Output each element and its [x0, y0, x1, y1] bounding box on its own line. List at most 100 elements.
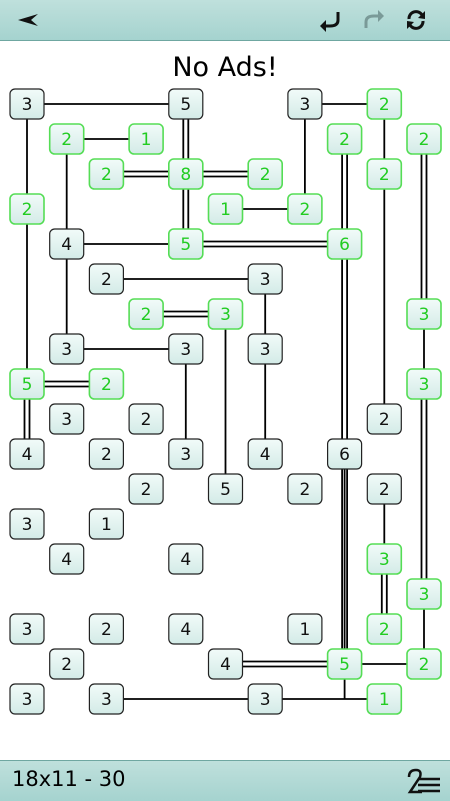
island-node[interactable]: 8 — [168, 158, 204, 190]
island-node[interactable]: 5 — [168, 88, 204, 120]
island-tile[interactable] — [366, 683, 403, 715]
island-tile[interactable] — [168, 158, 204, 190]
island-tile[interactable] — [49, 228, 85, 260]
island-tile[interactable] — [9, 508, 45, 540]
island-node[interactable]: 3 — [168, 438, 204, 470]
island-tile[interactable] — [366, 473, 402, 505]
island-node[interactable]: 2 — [366, 613, 403, 645]
island-node[interactable]: 2 — [366, 473, 402, 505]
island-node[interactable]: 4 — [207, 648, 244, 680]
island-tile[interactable] — [168, 228, 204, 260]
island-node[interactable]: 1 — [88, 508, 125, 540]
island-node[interactable]: 3 — [207, 298, 244, 330]
island-node[interactable]: 2 — [287, 193, 323, 225]
undo-icon[interactable] — [316, 6, 344, 34]
island-tile[interactable] — [168, 438, 204, 470]
island-tile[interactable] — [406, 648, 442, 680]
island-tile[interactable] — [207, 473, 244, 505]
island-tile[interactable] — [287, 193, 323, 225]
island-node[interactable]: 3 — [88, 683, 125, 715]
island-node[interactable]: 3 — [9, 88, 45, 120]
island-node[interactable]: 2 — [128, 298, 164, 330]
island-node[interactable]: 3 — [406, 368, 442, 400]
island-node[interactable]: 3 — [168, 333, 204, 365]
island-node[interactable]: 1 — [366, 683, 403, 715]
island-node[interactable]: 2 — [287, 473, 323, 505]
island-tile[interactable] — [247, 683, 283, 715]
island-tile[interactable] — [48, 123, 85, 155]
island-node[interactable]: 4 — [247, 438, 283, 470]
island-node[interactable]: 3 — [287, 88, 323, 120]
island-node[interactable]: 2 — [326, 123, 363, 155]
island-node[interactable]: 2 — [406, 648, 442, 680]
island-tile[interactable] — [247, 158, 283, 190]
island-node[interactable]: 3 — [9, 508, 45, 540]
island-node[interactable]: 5 — [168, 228, 204, 260]
island-node[interactable]: 6 — [326, 228, 363, 260]
island-tile[interactable] — [9, 438, 45, 470]
island-tile[interactable] — [406, 123, 442, 155]
island-node[interactable]: 1 — [128, 123, 164, 155]
island-node[interactable]: 2 — [366, 403, 402, 435]
island-tile[interactable] — [406, 578, 442, 610]
island-node[interactable]: 6 — [327, 438, 363, 470]
island-tile[interactable] — [168, 613, 204, 645]
island-node[interactable]: 2 — [247, 158, 283, 190]
island-node[interactable]: 4 — [9, 438, 45, 470]
island-node[interactable]: 2 — [406, 123, 442, 155]
island-tile[interactable] — [9, 193, 45, 225]
island-node[interactable]: 2 — [88, 158, 125, 190]
island-node[interactable]: 3 — [49, 333, 85, 365]
island-node[interactable]: 2 — [88, 613, 125, 645]
island-tile[interactable] — [9, 88, 45, 120]
island-tile[interactable] — [366, 88, 403, 120]
island-node[interactable]: 4 — [49, 228, 85, 260]
island-tile[interactable] — [406, 368, 442, 400]
island-tile[interactable] — [168, 543, 204, 575]
island-tile[interactable] — [88, 438, 125, 470]
island-node[interactable]: 3 — [366, 543, 403, 575]
island-tile[interactable] — [366, 403, 402, 435]
no-ads-banner[interactable]: No Ads! — [172, 52, 278, 83]
island-tile[interactable] — [49, 648, 85, 680]
island-tile[interactable] — [406, 298, 442, 330]
island-tile[interactable] — [9, 613, 45, 645]
island-tile[interactable] — [88, 613, 125, 645]
island-tile[interactable] — [247, 263, 283, 295]
island-tile[interactable] — [88, 158, 125, 190]
island-tile[interactable] — [287, 613, 323, 645]
island-node[interactable]: 5 — [207, 473, 244, 505]
island-node[interactable]: 3 — [247, 263, 283, 295]
island-tile[interactable] — [326, 648, 363, 680]
island-node[interactable]: 4 — [168, 543, 204, 575]
island-tile[interactable] — [9, 368, 45, 400]
island-node[interactable]: 5 — [9, 368, 45, 400]
island-tile[interactable] — [326, 228, 363, 260]
island-tile[interactable] — [88, 683, 125, 715]
island-node[interactable]: 3 — [9, 613, 45, 645]
island-tile[interactable] — [327, 438, 363, 470]
island-tile[interactable] — [128, 123, 164, 155]
island-tile[interactable] — [366, 613, 403, 645]
island-node[interactable]: 4 — [168, 613, 204, 645]
island-node[interactable]: 1 — [287, 613, 323, 645]
island-node[interactable]: 2 — [128, 473, 164, 505]
island-tile[interactable] — [326, 123, 363, 155]
island-tile[interactable] — [207, 193, 244, 225]
island-node[interactable]: 4 — [49, 543, 85, 575]
island-tile[interactable] — [287, 88, 323, 120]
island-tile[interactable] — [247, 438, 283, 470]
island-tile[interactable] — [49, 543, 85, 575]
island-node[interactable]: 2 — [48, 123, 85, 155]
island-tile[interactable] — [128, 473, 164, 505]
island-tile[interactable] — [128, 298, 164, 330]
island-tile[interactable] — [88, 263, 125, 295]
island-node[interactable]: 5 — [326, 648, 363, 680]
island-node[interactable]: 2 — [88, 368, 125, 400]
island-node[interactable]: 2 — [9, 193, 45, 225]
island-tile[interactable] — [287, 473, 323, 505]
island-tile[interactable] — [207, 648, 244, 680]
island-tile[interactable] — [207, 298, 244, 330]
island-tile[interactable] — [247, 333, 283, 365]
